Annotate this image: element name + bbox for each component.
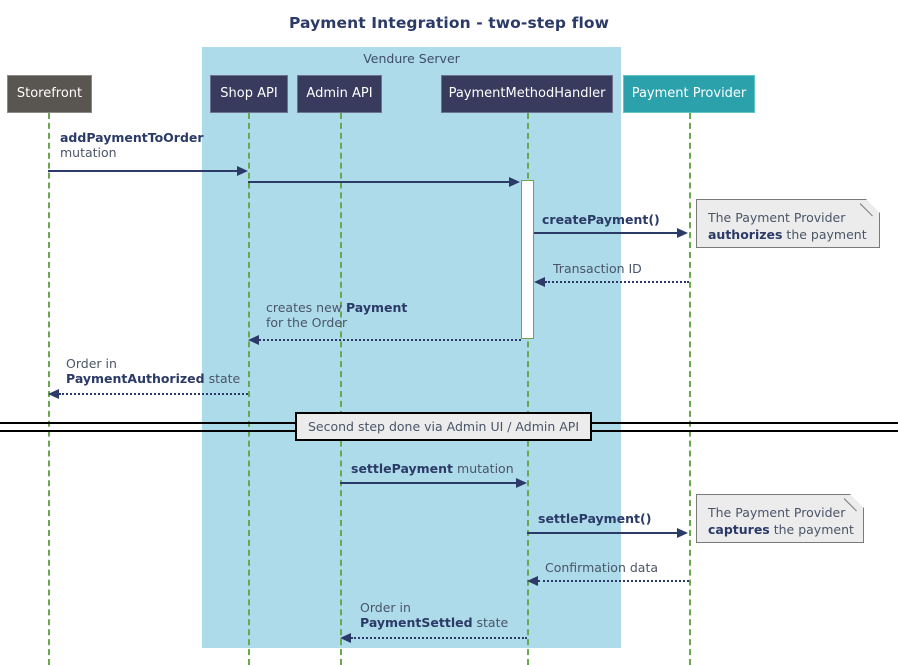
group-label-vendure-server: Vendure Server	[363, 51, 460, 66]
message-arrow-creates-new-payment	[259, 339, 521, 341]
activation-bar-payment-method-handler	[521, 180, 534, 339]
note-line-1: The Payment Provider	[708, 505, 846, 520]
arrowhead-order-payment-authorized	[48, 389, 59, 399]
arrowhead-shop-api-to-handler	[509, 177, 520, 187]
message-label-transaction-id: Transaction ID	[553, 261, 642, 276]
message-label-create-payment: createPayment()	[542, 212, 660, 227]
lifeline-admin-api	[340, 113, 342, 665]
message-arrow-settle-payment-mutation	[340, 482, 517, 484]
participant-storefront[interactable]: Storefront	[7, 75, 92, 113]
message-label-line2-rest: state	[204, 371, 241, 386]
note-authorizes: The Payment Provider authorizes the paym…	[696, 199, 880, 248]
message-arrow-order-payment-authorized	[59, 393, 248, 395]
lifeline-payment-provider	[689, 113, 691, 665]
participant-admin-api[interactable]: Admin API	[297, 75, 382, 113]
participant-payment-method-handler[interactable]: PaymentMethodHandler	[441, 75, 613, 113]
message-label-bold: addPaymentToOrder	[60, 130, 204, 145]
message-label-line1: Order in	[66, 356, 117, 371]
message-label-creates-new-payment: creates new Payment for the Order	[266, 300, 407, 330]
arrowhead-order-payment-settled	[340, 633, 351, 643]
participant-shop-api[interactable]: Shop API	[210, 75, 288, 113]
message-label-line2: for the Order	[266, 315, 348, 330]
note-line-2-rest: the payment	[769, 522, 854, 537]
message-label-order-payment-settled: Order in PaymentSettled state	[360, 600, 508, 630]
message-arrow-transaction-id	[545, 281, 689, 283]
message-label-rest: Confirmation data	[545, 560, 659, 575]
arrowhead-settle-payment-call	[677, 528, 688, 538]
participant-payment-provider[interactable]: Payment Provider	[623, 75, 755, 113]
message-label-settle-payment-mutation: settlePayment mutation	[351, 461, 514, 476]
arrowhead-creates-new-payment	[248, 335, 259, 345]
page-title: Payment Integration - two-step flow	[288, 14, 610, 32]
arrowhead-transaction-id	[534, 277, 545, 287]
message-label-line2-bold: PaymentAuthorized	[66, 371, 205, 386]
lifeline-payment-method-handler	[527, 113, 529, 665]
message-label-line1-bold: Payment	[345, 300, 408, 315]
note-line-2-rest: the payment	[782, 227, 867, 242]
note-fold-line-icon	[844, 494, 864, 514]
message-label-rest: mutation	[453, 461, 514, 476]
message-arrow-add-payment-to-order	[48, 170, 238, 172]
message-label-line1-pre: creates new	[266, 300, 346, 315]
divider-label-second-step: Second step done via Admin UI / Admin AP…	[295, 412, 592, 441]
message-label-settle-payment-call: settlePayment()	[538, 511, 651, 526]
message-label-confirmation-data: Confirmation data	[545, 560, 658, 575]
message-arrow-settle-payment-call	[527, 532, 677, 534]
message-label-rest: mutation	[60, 145, 117, 160]
message-label-bold: settlePayment	[351, 461, 454, 476]
arrowhead-settle-payment-mutation	[516, 478, 527, 488]
lifeline-shop-api	[248, 113, 250, 665]
message-arrow-shop-api-to-handler	[248, 181, 510, 183]
note-fold-line-icon	[860, 199, 880, 219]
note-line-2-bold: authorizes	[708, 227, 783, 242]
arrowhead-create-payment	[677, 228, 688, 238]
message-label-line1: Order in	[360, 600, 411, 615]
message-arrow-order-payment-settled	[351, 637, 527, 639]
arrowhead-add-payment-to-order	[237, 166, 248, 176]
message-label-add-payment-to-order: addPaymentToOrder mutation	[60, 130, 204, 160]
message-label-order-payment-authorized: Order in PaymentAuthorized state	[66, 356, 240, 386]
message-arrow-create-payment	[534, 232, 677, 234]
note-captures: The Payment Provider captures the paymen…	[696, 494, 864, 543]
message-label-bold: settlePayment()	[538, 511, 652, 526]
message-label-line2-rest: state	[472, 615, 509, 630]
group-box-vendure-server	[202, 47, 621, 648]
message-label-rest: Transaction ID	[553, 261, 642, 276]
arrowhead-confirmation-data	[527, 576, 538, 586]
message-label-bold: createPayment()	[542, 212, 660, 227]
message-label-line2-bold: PaymentSettled	[360, 615, 473, 630]
message-arrow-confirmation-data	[538, 580, 689, 582]
note-line-1: The Payment Provider	[708, 210, 846, 225]
note-line-2-bold: captures	[708, 522, 770, 537]
